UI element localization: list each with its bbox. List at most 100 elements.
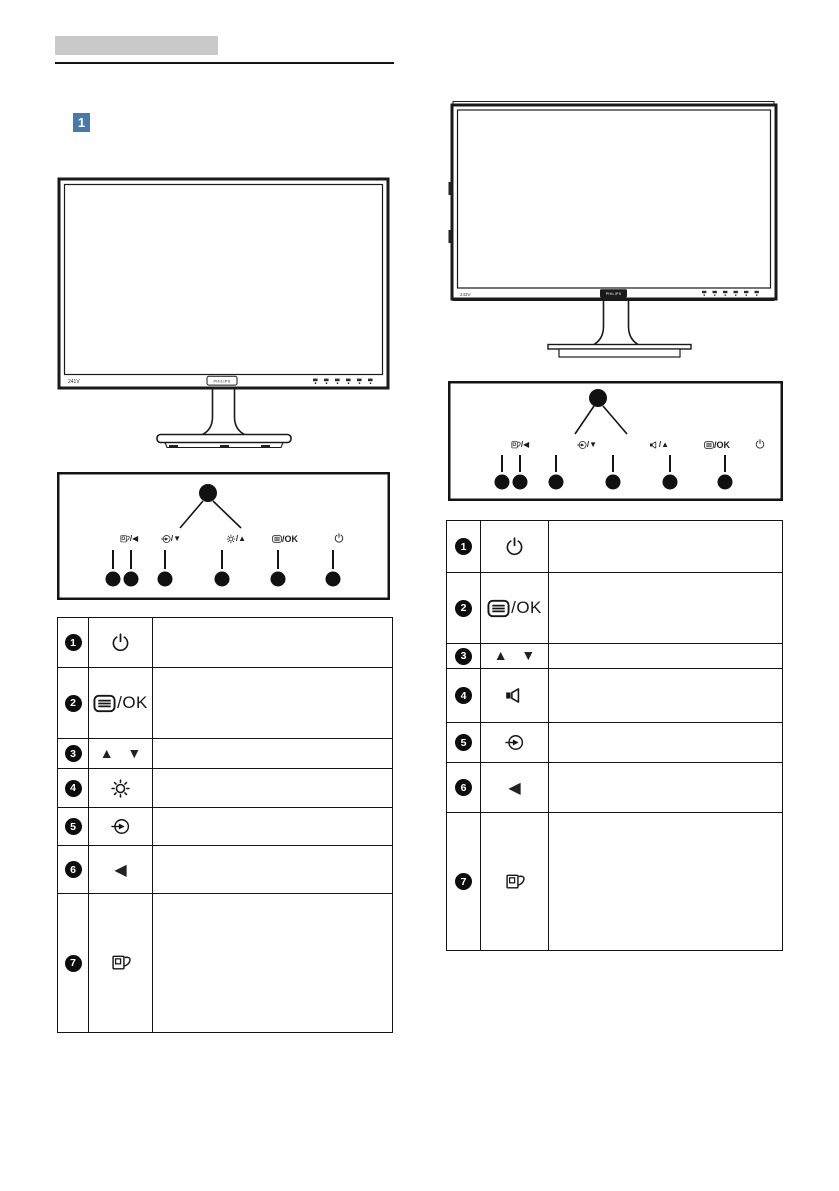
- input-source-icon: [577, 440, 587, 450]
- table-row: 2 /OK: [57, 667, 393, 739]
- power-icon: [505, 537, 524, 556]
- menu-icon: [704, 440, 714, 450]
- menu-icon: [93, 692, 116, 715]
- brightness-icon: [110, 778, 131, 799]
- label-input-down: /▼: [161, 533, 181, 545]
- table-row: 4: [57, 768, 393, 808]
- brightness-icon: [226, 534, 236, 544]
- stand-base: [547, 343, 692, 350]
- menu-icon: [272, 534, 282, 544]
- table-row: 7: [446, 812, 783, 951]
- brand-label: PHILIPS: [213, 378, 230, 383]
- row-number-badge: 2: [455, 599, 472, 617]
- monitor-front-241v: 241V PHILIPS: [57, 177, 390, 449]
- table-row: 3 ▲ ▼: [446, 643, 783, 669]
- up-down-icons: ▲ ▼: [99, 744, 147, 761]
- stand-neck: [593, 300, 605, 346]
- row-number-badge: 2: [64, 694, 82, 712]
- button-dots: [494, 474, 733, 490]
- model-label: 243V: [460, 292, 471, 297]
- back-icon: ◀: [114, 861, 127, 879]
- bezel-control-icons: [313, 378, 373, 384]
- description-cell: [548, 762, 783, 813]
- row-number-badge: 1: [455, 538, 472, 555]
- table-row: 5: [446, 722, 783, 763]
- power-icon: [111, 633, 130, 652]
- description-cell: [152, 845, 393, 894]
- table-row: 3 ▲ ▼: [57, 738, 393, 769]
- table-row: 6 ◀: [57, 845, 393, 894]
- row-number-badge: 3: [64, 745, 82, 762]
- description-cell: [152, 617, 393, 668]
- volume-icon: [504, 685, 525, 706]
- brand-label: PHILIPS: [606, 292, 622, 296]
- input-source-icon: [161, 534, 171, 544]
- row-number-badge: 3: [455, 647, 472, 665]
- back-icon: ◀: [508, 779, 521, 797]
- brand-logo-box: [206, 375, 238, 386]
- table-row: 6 ◀: [446, 762, 783, 813]
- smartimage-icon: [505, 872, 525, 892]
- description-cell: [152, 667, 393, 739]
- row-number-badge: 6: [455, 779, 472, 796]
- control-panel-diagram-243v: /◀ /▼ /▲ /OK: [448, 381, 783, 501]
- control-panel-diagram-241v: /◀ /▼ /▲ /OK: [57, 472, 390, 600]
- label-volume-up: /▲: [649, 439, 669, 451]
- row-number-badge: 4: [455, 687, 472, 704]
- row-number-badge: 7: [455, 873, 472, 890]
- buttons-table-243v: 1 2 /OK 3 ▲ ▼ 4 5 6 ◀ 7: [446, 520, 783, 951]
- input-source-icon: [505, 733, 524, 752]
- description-cell: [152, 807, 393, 846]
- model-label: 241V: [68, 379, 80, 385]
- row-number-badge: 7: [64, 954, 82, 972]
- description-cell: [548, 722, 783, 763]
- label-input-down: /▼: [577, 439, 597, 451]
- description-cell: [548, 668, 783, 723]
- buttons-table-241v: 1 2 /OK 3 ▲ ▼ 4 5 6 ◀ 7: [57, 617, 393, 1033]
- description-cell: [548, 643, 783, 669]
- table-row: 5: [57, 807, 393, 846]
- stand-base: [156, 433, 292, 444]
- smartimage-icon: [120, 534, 130, 544]
- panel-lines: [448, 381, 783, 501]
- table-row: 4: [446, 668, 783, 723]
- panel-lines: [57, 472, 390, 600]
- table-row: 7: [57, 893, 393, 1033]
- volume-icon: [649, 440, 659, 450]
- label-brightness-up: /▲: [226, 533, 246, 545]
- row-number-badge: 4: [64, 779, 82, 797]
- button-dots: [105, 571, 341, 587]
- label-smartimage-back: /◀: [511, 439, 529, 451]
- table-row: 1: [57, 617, 393, 668]
- label-power: [755, 439, 765, 449]
- up-down-icons: ▲ ▼: [493, 647, 541, 663]
- row-number-badge: 5: [455, 734, 472, 751]
- description-cell: [548, 572, 783, 644]
- label-menu-ok: /OK: [272, 533, 298, 545]
- monitor-front-243v: 243V PHILIPS: [448, 101, 778, 358]
- header-rule: [55, 62, 394, 65]
- description-cell: [548, 520, 783, 573]
- input-source-icon: [111, 817, 130, 836]
- row-number-badge: 1: [64, 634, 82, 651]
- label-smartimage-back: /◀: [120, 533, 138, 545]
- description-cell: [152, 738, 393, 769]
- stand-neck: [201, 389, 214, 436]
- chapter-header-bar: [55, 36, 218, 55]
- description-cell: [548, 812, 783, 951]
- table-row: 2 /OK: [446, 572, 783, 644]
- menu-icon: [487, 597, 510, 620]
- brand-logo-box: [600, 289, 627, 298]
- power-icon: [755, 439, 765, 449]
- joystick-dot: [199, 484, 217, 502]
- label-power: [334, 533, 344, 543]
- row-number-badge: 5: [64, 818, 82, 835]
- power-icon: [334, 533, 344, 543]
- smartimage-icon: [111, 953, 131, 973]
- smartimage-icon: [511, 440, 521, 450]
- row-number-badge: 6: [64, 861, 82, 878]
- section-number-badge: 1: [73, 113, 90, 132]
- table-row: 1: [446, 520, 783, 573]
- joystick-dot: [589, 389, 607, 407]
